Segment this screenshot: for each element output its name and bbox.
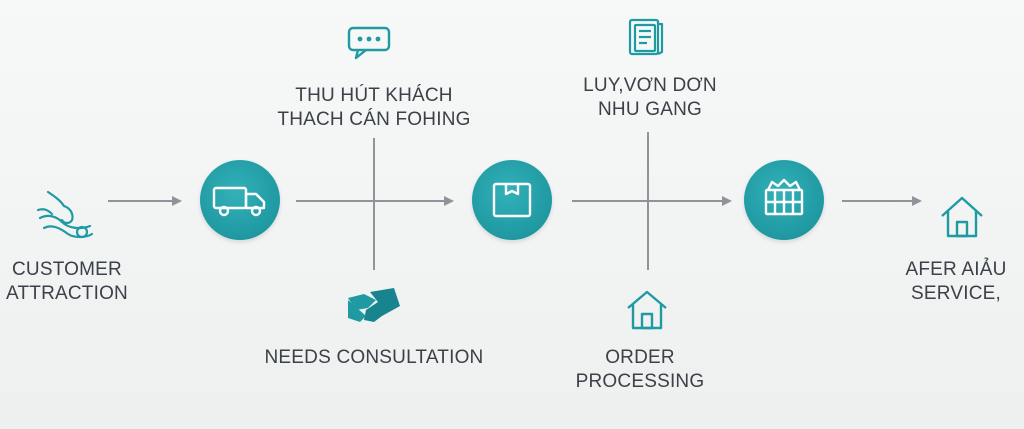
handshake-icon: [348, 288, 400, 322]
luy-von-label: LUY,VƠN DƠN NHU GANG: [540, 74, 760, 122]
package-circle: [472, 160, 552, 240]
truck-icon: [212, 186, 266, 217]
box-icon: [492, 182, 532, 218]
customer-attraction-label: CUSTOMER ATTRACTION: [0, 258, 134, 306]
chat-bubble-icon: [347, 26, 391, 60]
thu-hut-line-1: THU HÚT KHÁCH: [295, 85, 453, 106]
document-icon: [628, 18, 664, 56]
thu-hut-line-2: THACH CÁN FOHING: [277, 109, 471, 130]
thu-hut-khach-label: THU HÚT KHÁCH THACH CÁN FOHING: [254, 84, 494, 132]
after-sales-label: AFER AIẢU SERVICE,: [894, 258, 1018, 306]
hand-touch-icon: [36, 190, 94, 239]
needs-consultation-line-1: NEEDS CONSULTATION: [264, 347, 484, 368]
luy-von-line-2: NHU GANG: [598, 99, 702, 120]
delivery-circle: [200, 160, 280, 240]
customer-attraction-line-1: CUSTOMER: [12, 259, 122, 280]
order-processing-label: ORDER PROCESSING: [560, 346, 720, 394]
after-sales-line-1: AFER AIẢU: [905, 259, 1007, 280]
house-icon: [941, 196, 983, 238]
store-icon: [764, 178, 804, 216]
order-processing-line-1: ORDER: [605, 347, 675, 368]
store-circle: [744, 160, 824, 240]
needs-consultation-label: NEEDS CONSULTATION: [254, 346, 494, 370]
customer-attraction-line-2: ATTRACTION: [6, 283, 128, 304]
house-icon: [627, 290, 667, 330]
luy-von-line-1: LUY,VƠN DƠN: [583, 75, 717, 96]
order-processing-line-2: PROCESSING: [575, 371, 705, 392]
after-sales-line-2: SERVICE,: [911, 283, 1001, 304]
